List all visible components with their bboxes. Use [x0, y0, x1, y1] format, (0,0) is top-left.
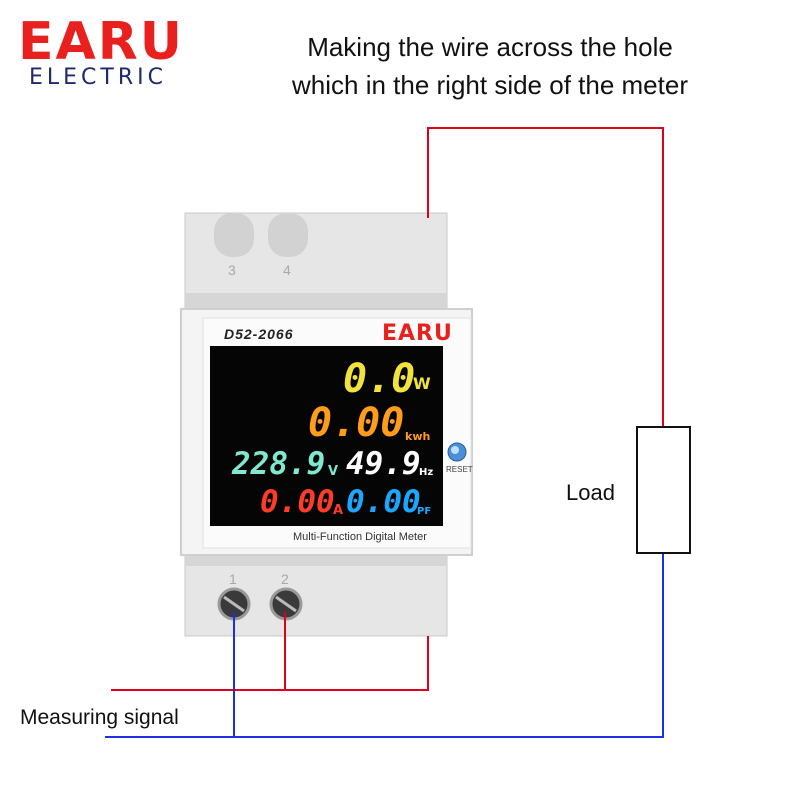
reset-button-shine — [451, 446, 459, 454]
instruction-caption: Making the wire across the hole which in… — [190, 28, 790, 104]
logo-brand: EARU — [18, 12, 185, 72]
terminal-hole-3 — [214, 213, 254, 257]
caption-line-2: which in the right side of the meter — [292, 70, 688, 100]
terminal-label-4: 4 — [283, 262, 291, 278]
power-value: 0.0 — [343, 356, 416, 402]
frequency-value: 49.9 — [346, 446, 421, 482]
current-value: 0.00 — [260, 484, 335, 520]
lcd-screen: 0.0 W 0.00 kwh 228.9 V 49.9 Hz 0.00 A 0.… — [210, 346, 443, 526]
panel-footer: Multi-Function Digital Meter — [293, 531, 427, 543]
terminal-label-2: 2 — [281, 571, 289, 587]
current-unit: A — [333, 503, 344, 518]
load-resistor — [636, 426, 691, 554]
model-number: D52-2066 — [224, 326, 294, 342]
terminal-label-3: 3 — [228, 262, 236, 278]
terminal-hole-4 — [268, 213, 308, 257]
screw-slot-2 — [275, 595, 297, 613]
voltage-value: 228.9 — [232, 446, 326, 482]
measuring-signal-label: Measuring signal — [20, 706, 179, 729]
wire-live-meter — [111, 636, 429, 691]
reset-label: RESET — [446, 465, 473, 474]
panel-brand: EARU — [382, 321, 453, 346]
logo-sub: ELECTRIC — [29, 65, 167, 90]
caption-line-1: Making the wire across the hole — [307, 32, 673, 62]
power-factor-unit: PF — [417, 506, 432, 517]
terminal-label-1: 1 — [229, 571, 237, 587]
power-unit: W — [413, 374, 431, 393]
load-label: Load — [566, 480, 615, 505]
energy-unit: kwh — [405, 430, 431, 443]
wire-live-loop — [427, 127, 664, 428]
housing-top-strip — [185, 293, 447, 310]
voltage-unit: V — [328, 464, 339, 479]
screw-slot-1 — [223, 595, 245, 613]
frequency-unit: Hz — [419, 467, 434, 478]
wire-neutral — [105, 553, 664, 738]
energy-value: 0.00 — [308, 400, 405, 446]
power-factor-value: 0.00 — [346, 484, 421, 520]
